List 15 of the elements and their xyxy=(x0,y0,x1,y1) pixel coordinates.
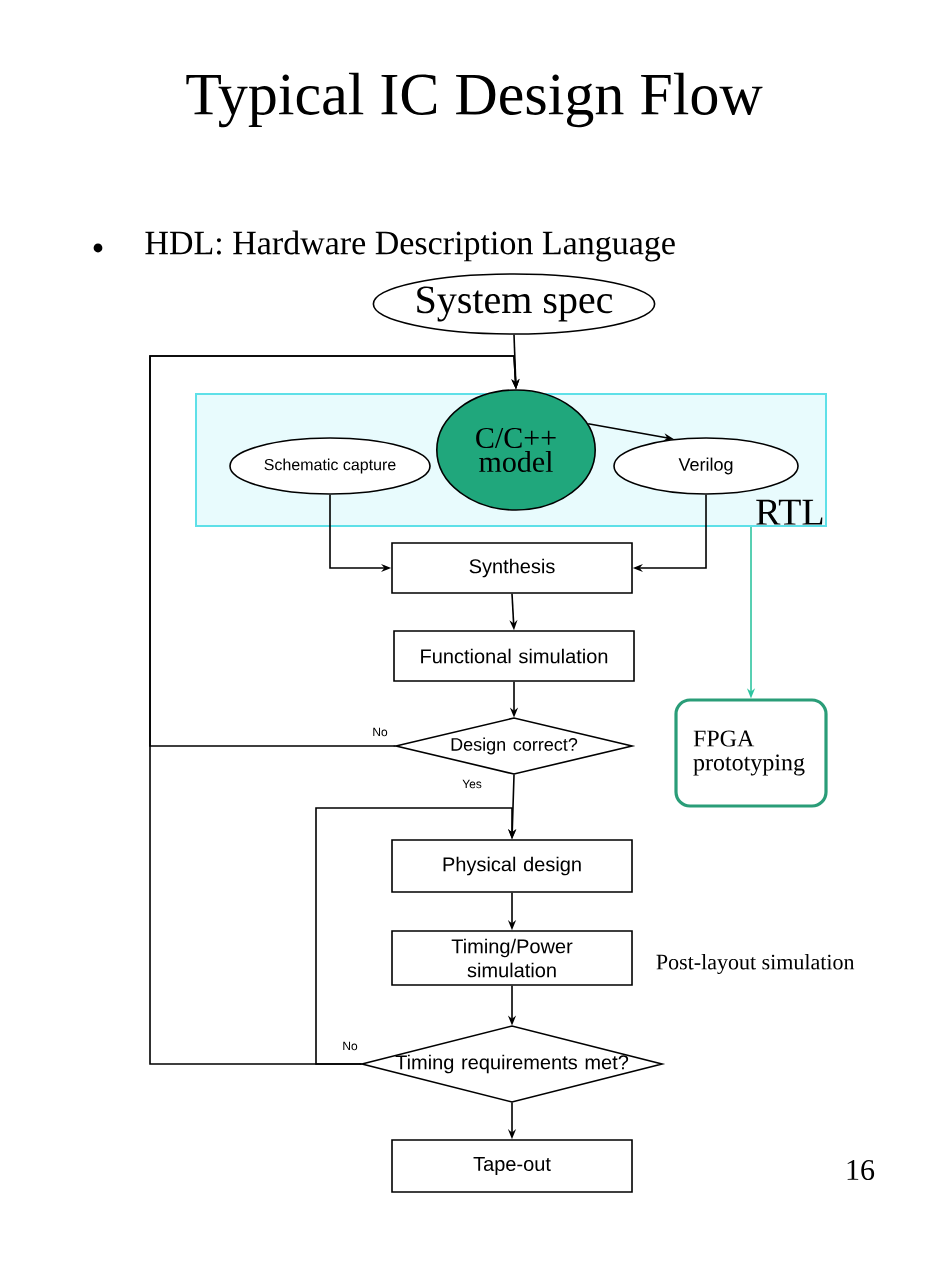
rounded-box: FPGA prototyping xyxy=(674,698,828,808)
arrow xyxy=(315,807,517,1065)
oval-node: System spec xyxy=(372,273,656,335)
oval-node: C/C++ model xyxy=(436,389,596,511)
process-box: Synthesis xyxy=(391,542,633,594)
title: Typical IC Design Flow xyxy=(186,72,763,128)
oval-node: Verilog xyxy=(613,437,799,495)
process-box: Timing/Power simulation xyxy=(391,930,633,986)
process-box: Physical design xyxy=(391,839,633,893)
page-number: 16 xyxy=(847,1159,875,1181)
process-box: Tape-out xyxy=(391,1139,633,1193)
process-box: Functional simulation xyxy=(393,630,635,682)
oval-node: Schematic capture xyxy=(229,437,431,495)
arrow xyxy=(149,355,520,1065)
side-note: Post-layout simulation xyxy=(656,954,855,974)
